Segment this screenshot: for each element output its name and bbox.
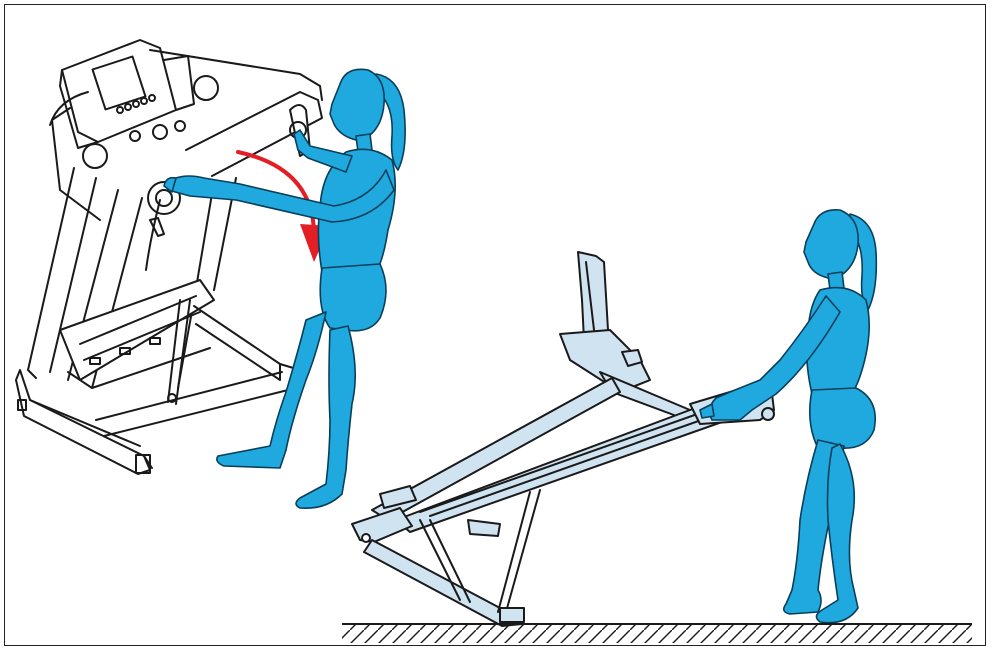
treadmill-upright-icon: [16, 40, 322, 474]
person-lifting-icon: [700, 210, 876, 623]
floor-hatch-icon: [342, 624, 972, 643]
treadmill-lifted-icon: [352, 252, 774, 626]
